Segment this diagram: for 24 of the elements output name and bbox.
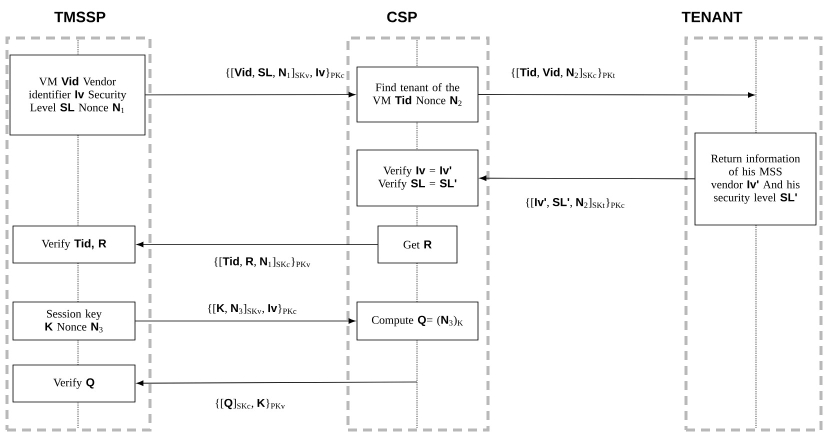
arrow bbox=[480, 176, 695, 181]
process-box: Session key K Nonce N$_{3}$ bbox=[12, 302, 136, 340]
process-box: Compute Q= (N$_{3}$)$_{K}$ bbox=[356, 302, 478, 340]
lane-title: TMSSP bbox=[54, 12, 106, 22]
process-box: Verify Q bbox=[12, 364, 136, 402]
edge-label: {[K, N$_{3}$]$_{SKv}$, Iv}$_{PKc}$ bbox=[206, 303, 298, 315]
process-box: Return information of his MSS vendor Iv' And his security level SL' bbox=[694, 132, 816, 226]
process-box: Get R bbox=[378, 226, 458, 264]
edge-label: {[Vid, SL, N$_{1}$]$_{SKv}$, Iv}$_{PKc}$ bbox=[224, 66, 346, 80]
edge-label: {[Tid, Vid, N$_{2}$]$_{SKc}$}$_{PKt}$ bbox=[509, 66, 617, 80]
lane-title: CSP bbox=[387, 12, 417, 22]
arrow bbox=[145, 92, 356, 98]
process-box: Verify Tid, R bbox=[12, 226, 136, 264]
edge-label: {[Q]$_{SKc}$, K}$_{PKv}$ bbox=[214, 398, 286, 410]
lane-title: TENANT bbox=[682, 12, 742, 22]
process-box: Verify Iv = Iv' Verify SL = SL' bbox=[356, 150, 478, 206]
arrow bbox=[135, 318, 356, 324]
edge-label: {[Iv', SL', N$_{2}$]$_{SKt}$}$_{PKc}$ bbox=[524, 197, 626, 209]
arrow bbox=[478, 92, 755, 98]
process-box: Find tenant of the VM Tid Nonce N$_{2}$ bbox=[356, 66, 478, 122]
arrow bbox=[136, 242, 378, 248]
arrow bbox=[136, 380, 418, 386]
process-box: VM Vid Vendor identifier Iv Security Level SL Nonce N$_{1}$ bbox=[10, 54, 146, 136]
edge-label: {[Tid, R, N$_{1}$]$_{SKc}$}$_{PKv}$ bbox=[212, 256, 312, 268]
